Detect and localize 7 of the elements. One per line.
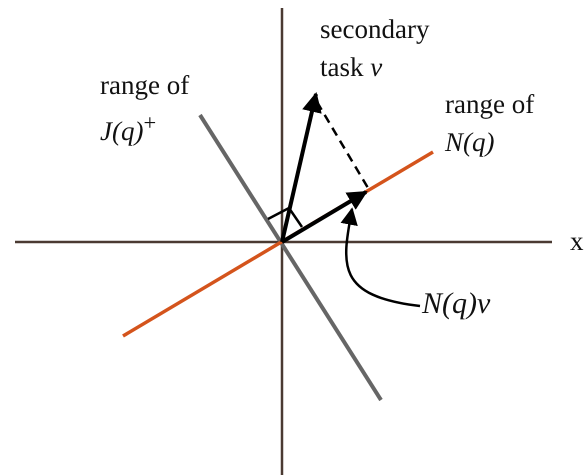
vector-label: N(q)v: [422, 286, 490, 322]
annotation-label: range of J(q)$^{+}$: [100, 69, 190, 148]
leader-line: [340, 207, 420, 308]
annotation-label: range of N(q): [445, 88, 536, 159]
annotation-label: secondary task v: [320, 13, 430, 84]
projection-arrow: [280, 190, 368, 244]
axis-label: x: [570, 225, 584, 258]
